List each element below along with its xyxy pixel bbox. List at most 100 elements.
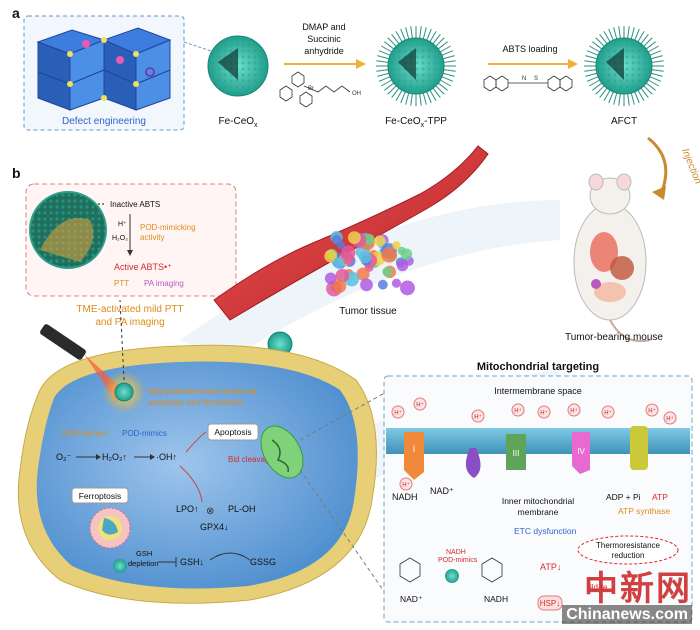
proton-label: H⁺: [570, 408, 578, 415]
surface-ligand: [378, 50, 391, 56]
etc-dysfunction-label: ETC dysfunction: [514, 526, 577, 536]
panel-a-letter: a: [12, 5, 20, 21]
inner-membrane-line1: Inner mitochondrial: [502, 496, 574, 506]
surface-ligand: [387, 85, 397, 95]
adp-pi-label: ADP + Pi: [606, 492, 641, 502]
surface-ligand: [383, 82, 395, 91]
surface-ligand: [618, 26, 621, 39]
mild-ptt-line1: Mild-photothermal-enhanced: [148, 386, 256, 396]
tumor-tissue-cell: [397, 246, 406, 255]
surface-ligand: [586, 76, 599, 82]
surface-ligand: [618, 93, 621, 106]
step1-arrow: DMAP and Succinic anhydride Br OH: [279, 22, 366, 108]
ferroptotic-cell-illustration: [89, 507, 131, 549]
mito-zoom-line-bottom: [299, 469, 391, 601]
defect-engineering-label: Defect engineering: [62, 116, 146, 127]
injection-label: Injection: [679, 147, 700, 186]
surface-ligand: [437, 41, 449, 50]
nicotinamide-structure-right: [481, 557, 503, 583]
surface-ligand: [649, 76, 662, 82]
proton-marker: [391, 405, 405, 419]
tumor-tissue-cell: [332, 279, 347, 293]
tumor-tissue-cell: [341, 245, 356, 260]
surface-ligand: [595, 37, 605, 47]
mito-targeting-title: Mitochondrial targeting: [477, 361, 599, 373]
surface-ligand: [613, 27, 618, 40]
gssg-label: GSSG: [250, 557, 276, 567]
tpp-structure: [279, 71, 351, 108]
superoxide-label: O₂⁻: [56, 452, 71, 462]
proton-marker: [663, 411, 677, 425]
surface-ligand: [410, 26, 413, 39]
surface-ligand: [603, 31, 611, 43]
pl-oh-label: PL-OH: [228, 504, 256, 514]
surface-ligand: [584, 60, 597, 63]
gsh-depletion-line2: depletion: [128, 559, 158, 568]
step1-reagent-line1: DMAP and: [302, 22, 345, 32]
surface-ligand: [395, 89, 403, 101]
laser-device: [40, 324, 146, 414]
pod-mimics-label: POD-mimics: [122, 429, 167, 438]
proton-marker: [537, 405, 551, 419]
thermoresistance-line1: Thermoresistance: [596, 541, 661, 550]
zoom-connector: [183, 41, 215, 53]
tumor-tissue-cell: [359, 250, 372, 264]
complex-i: [404, 432, 424, 480]
tumor-tissue-cell: [363, 234, 375, 246]
tumor-tissue-cell: [331, 235, 342, 245]
surface-ligand: [627, 93, 630, 106]
surface-ligand: [649, 50, 662, 56]
surface-ligand: [419, 26, 422, 39]
surface-ligand: [645, 82, 657, 91]
activation-inset-box: Inactive ABTS H⁺ H₂O₂ POD-mimicking acti…: [25, 183, 237, 297]
surface-ligand: [432, 87, 441, 99]
afct-nanoparticle: AFCT: [584, 26, 664, 127]
pod-activity-line2: activity: [140, 233, 164, 242]
surface-ligand: [395, 31, 403, 43]
surface-ligand: [589, 79, 601, 87]
tpp-oh: OH: [352, 91, 361, 97]
fe-ceox-label: Fe-CeOx: [218, 116, 258, 129]
inset-h2o2: H₂O₂: [112, 235, 128, 242]
proton-label: H⁺: [394, 410, 402, 417]
tumor-tissue-cell: [360, 278, 373, 292]
cell-nanoparticle: [113, 559, 127, 573]
proton-label: H⁺: [514, 408, 522, 415]
proton-marker: [399, 477, 413, 491]
surface-ligand: [443, 69, 456, 72]
tumor-tissue-cell: [396, 259, 409, 272]
surface-ligand: [429, 31, 437, 43]
surface-ligand: [613, 92, 618, 105]
surface-ligand: [643, 37, 653, 47]
step1-reagent-line2: Succinic: [307, 34, 341, 44]
surface-ligand: [439, 79, 451, 87]
proton-label: H⁺: [416, 402, 424, 409]
surface-ligand: [650, 55, 663, 60]
tumor-bearing-mouse: Tumor-bearing mouse: [565, 173, 663, 343]
tumor-bearing-mouse-label: Tumor-bearing mouse: [565, 332, 663, 343]
surface-ligand: [435, 37, 445, 47]
tumor-tissue-cell: [381, 247, 397, 263]
surface-ligand: [435, 85, 445, 95]
ubiquinone-shape: [465, 448, 481, 478]
abts-loading-label: ABTS loading: [502, 44, 557, 54]
surface-ligand: [378, 76, 391, 82]
surface-ligand: [405, 27, 410, 40]
atp-synthase: [630, 426, 648, 470]
complex-iv-label: IV: [577, 447, 585, 456]
surface-ligand: [381, 79, 393, 87]
proton-label: H⁺: [604, 410, 612, 417]
nadh-pod-line1: NADH: [446, 549, 466, 556]
proton-marker: [567, 403, 581, 417]
surface-ligand: [410, 93, 413, 106]
surface-ligand: [437, 82, 449, 91]
surface-ligand: [643, 85, 653, 95]
surface-ligand: [429, 89, 437, 101]
tumor-tissue-cell: [374, 235, 386, 247]
tumor-tissue-cell: [391, 278, 402, 288]
nadh-bottom-label: NADH: [484, 594, 508, 604]
fe-ceox-nanoparticle: Fe-CeOx: [207, 35, 269, 129]
afct-label: AFCT: [611, 116, 637, 127]
inhibit-symbol: ⊗: [206, 506, 214, 517]
surface-ligand: [441, 76, 454, 82]
